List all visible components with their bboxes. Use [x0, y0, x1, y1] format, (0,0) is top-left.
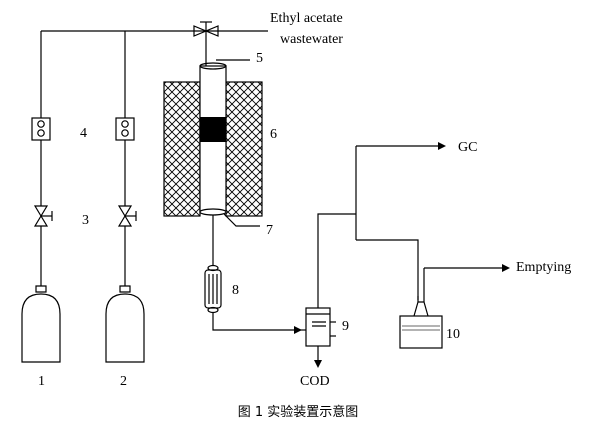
figure-caption: 图 1 实验装置示意图: [238, 404, 359, 420]
absorber-vessel: [399, 268, 443, 349]
pipe-to-separator: [212, 312, 300, 331]
label-10: 10: [446, 327, 460, 342]
gas-cylinder-2: [105, 285, 145, 363]
furnace: [163, 81, 263, 217]
vent-line: [356, 239, 419, 300]
feed-label-line1: Ethyl acetate: [270, 11, 343, 26]
gas-line: [317, 213, 356, 308]
catalyst-bed: [200, 117, 226, 142]
leader-7: [223, 213, 260, 227]
feed-valve: [193, 21, 219, 37]
separator: [300, 307, 336, 347]
valve-left: [33, 205, 53, 227]
label-emptying: Emptying: [516, 260, 571, 275]
emptying-arrow: [502, 264, 510, 272]
label-3: 3: [82, 213, 89, 228]
reactor-tube: [199, 62, 227, 216]
flow-meter-right: [115, 117, 135, 141]
label-7: 7: [266, 223, 273, 238]
cod-arrow: [314, 360, 322, 368]
label-8: 8: [232, 283, 239, 298]
label-5: 5: [256, 51, 263, 66]
gas-cylinder-1: [21, 285, 61, 363]
gc-arrow: [438, 142, 446, 150]
label-2: 2: [120, 374, 127, 389]
valve-right: [117, 205, 137, 227]
label-1: 1: [38, 374, 45, 389]
label-9: 9: [342, 319, 349, 334]
condenser: [204, 264, 222, 314]
label-cod: COD: [300, 374, 330, 389]
feed-line: [40, 30, 268, 118]
label-4: 4: [80, 126, 87, 141]
feed-label-line2: wastewater: [280, 32, 343, 47]
flow-meter-left: [31, 117, 51, 141]
label-6: 6: [270, 127, 277, 142]
label-gc: GC: [458, 140, 477, 155]
